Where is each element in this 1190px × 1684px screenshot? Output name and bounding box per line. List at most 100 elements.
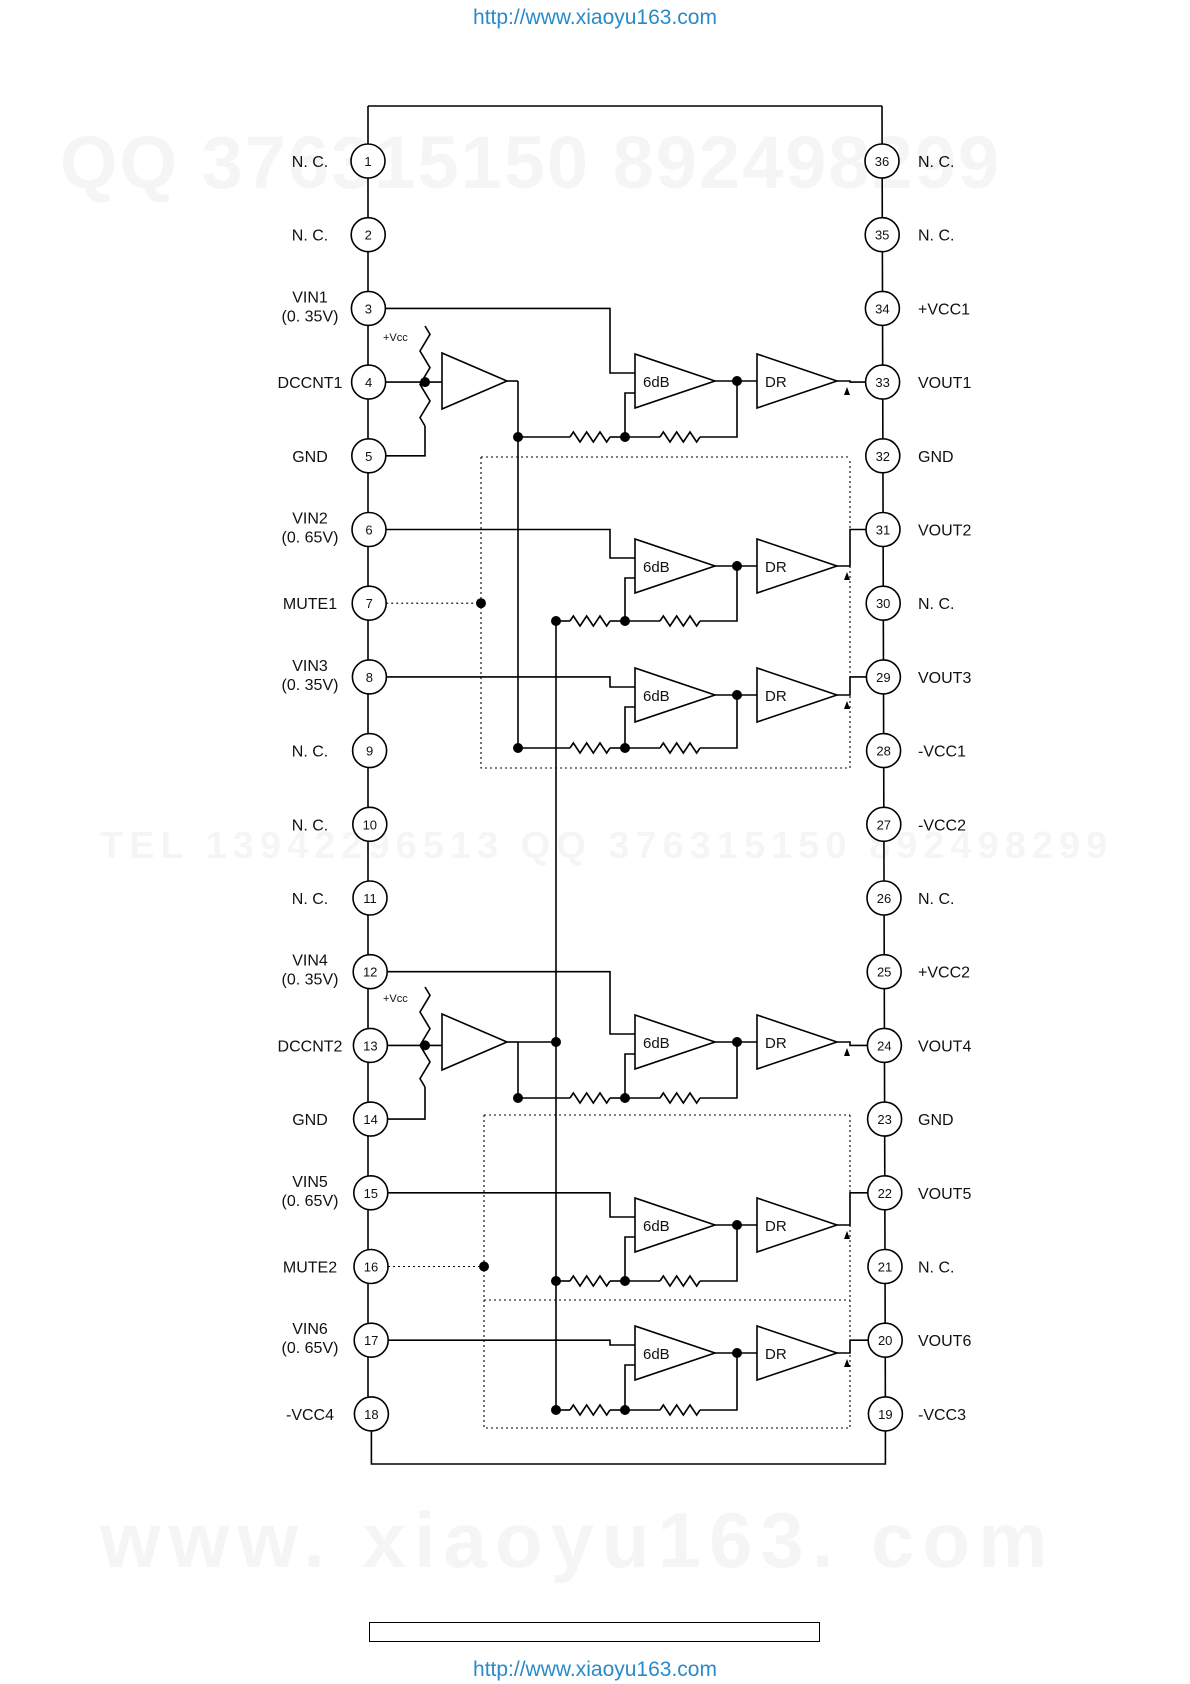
- vcc-label: +Vcc: [383, 332, 408, 344]
- feedback-wire: [624, 1364, 635, 1410]
- pin-label-8: VIN3: [292, 658, 328, 675]
- pin-number-12: 12: [363, 965, 377, 980]
- output-wire: [837, 1339, 869, 1354]
- driver-block-dr-label: DR: [765, 374, 787, 391]
- pin-label-4: DCCNT1: [278, 375, 343, 392]
- pin-number-23: 23: [877, 1112, 891, 1127]
- pin-number-34: 34: [875, 301, 889, 316]
- mute-control-line: [480, 457, 851, 769]
- pin-sublabel-3: (0. 35V): [282, 308, 339, 325]
- pin-label-13: DCCNT2: [278, 1038, 343, 1055]
- dc-amp-triangle: [441, 1012, 510, 1072]
- pin-number-1: 1: [364, 154, 371, 169]
- pin-circle-4: [350, 364, 387, 400]
- pin-label-18: -VCC4: [286, 1407, 334, 1424]
- pin-circle-23: [866, 1101, 903, 1137]
- driver-block-dr-label: DR: [765, 688, 787, 705]
- pin-label-20: VOUT6: [918, 1333, 971, 1350]
- pin-circle-28: [865, 732, 902, 769]
- pin-sublabel-12: (0. 35V): [282, 972, 339, 989]
- pin-circle-27: [865, 806, 902, 843]
- resistor-symbol: [569, 1274, 611, 1288]
- pin-circle-9: [351, 732, 388, 769]
- arrow-head: [844, 701, 850, 709]
- pin-number-22: 22: [878, 1186, 892, 1201]
- pin-label-12: VIN4: [292, 953, 328, 970]
- output-wire: [837, 528, 866, 567]
- pin-label-16: MUTE2: [283, 1260, 337, 1277]
- pin-label-22: VOUT5: [918, 1186, 971, 1203]
- pin-number-17: 17: [364, 1333, 378, 1348]
- pin-circle-24: [866, 1027, 903, 1064]
- pin-number-6: 6: [365, 523, 372, 538]
- pin-number-4: 4: [365, 375, 372, 390]
- pin-label-1: N. C.: [292, 154, 328, 171]
- resistor-symbol: [659, 1403, 701, 1417]
- gnd-wire: [385, 426, 426, 457]
- gain-block-6db: [634, 537, 718, 595]
- pin-label-33: VOUT1: [918, 375, 971, 392]
- pin-label-25: +VCC2: [918, 965, 970, 982]
- pin-circle-16: [353, 1248, 389, 1285]
- pin-number-29: 29: [876, 670, 890, 685]
- mute-control-line: [483, 1115, 851, 1429]
- gain-block-6db-label: 6dB: [643, 374, 670, 391]
- pin-number-3: 3: [365, 301, 372, 316]
- pin-sublabel-15: (0. 65V): [282, 1193, 339, 1210]
- pin-circle-36: [864, 143, 900, 179]
- feedback-wire: [700, 1225, 738, 1282]
- resistor-symbol: [659, 741, 701, 755]
- pin-number-20: 20: [878, 1333, 892, 1348]
- gain-block-6db-label: 6dB: [643, 1218, 670, 1235]
- arrow-head: [844, 1359, 850, 1367]
- pin-number-25: 25: [877, 965, 891, 980]
- pin-circle-17: [353, 1322, 390, 1358]
- pin-circle-11: [352, 880, 388, 916]
- pin-circle-10: [351, 806, 388, 843]
- dc-amp-triangle: [441, 351, 510, 411]
- feedback-wire: [700, 1353, 738, 1411]
- driver-block-dr-label: DR: [765, 1035, 787, 1052]
- pin-number-30: 30: [876, 596, 890, 611]
- gain-block-6db-label: 6dB: [643, 1035, 670, 1052]
- pin-label-24: VOUT4: [918, 1038, 971, 1055]
- arrow-head: [844, 572, 850, 580]
- pin-circle-2: [350, 216, 387, 253]
- pin-label-36: N. C.: [918, 154, 954, 171]
- pin-circle-29: [865, 659, 902, 695]
- pin-number-8: 8: [366, 670, 373, 685]
- arrow-head: [844, 1048, 850, 1056]
- pin-number-24: 24: [877, 1038, 891, 1053]
- resistor-symbol: [569, 1403, 611, 1417]
- pin-circle-26: [866, 880, 902, 916]
- output-wire: [837, 1041, 868, 1047]
- pin-label-21: N. C.: [918, 1260, 954, 1277]
- pin-circle-15: [352, 1175, 389, 1211]
- input-wire: [388, 1339, 635, 1346]
- pin-circle-13: [352, 1027, 389, 1064]
- gain-block-6db: [634, 1013, 718, 1071]
- pin-number-7: 7: [366, 596, 373, 611]
- watermark-url-top: http://www.xiaoyu163.com: [473, 6, 717, 29]
- feedback-wire: [700, 1042, 738, 1099]
- pin-number-9: 9: [366, 744, 373, 759]
- pin-label-19: -VCC3: [918, 1407, 966, 1424]
- pin-number-18: 18: [364, 1407, 378, 1422]
- pin-circle-20: [867, 1322, 904, 1358]
- resistor-symbol: [569, 614, 611, 628]
- pin-label-23: GND: [918, 1112, 954, 1129]
- input-wire: [386, 676, 635, 688]
- input-wire: [387, 970, 635, 1035]
- output-wire: [837, 676, 867, 696]
- pin-circle-25: [866, 953, 903, 990]
- gain-block-6db: [634, 1196, 718, 1254]
- pin-number-19: 19: [878, 1407, 892, 1422]
- gain-block-6db: [634, 666, 718, 724]
- feedback-wire: [624, 1236, 635, 1281]
- pin-label-28: -VCC1: [918, 744, 966, 761]
- pin-label-35: N. C.: [918, 228, 954, 245]
- feedback-wire: [624, 1053, 635, 1098]
- pin-circle-6: [351, 511, 387, 548]
- pin-circle-30: [865, 585, 902, 622]
